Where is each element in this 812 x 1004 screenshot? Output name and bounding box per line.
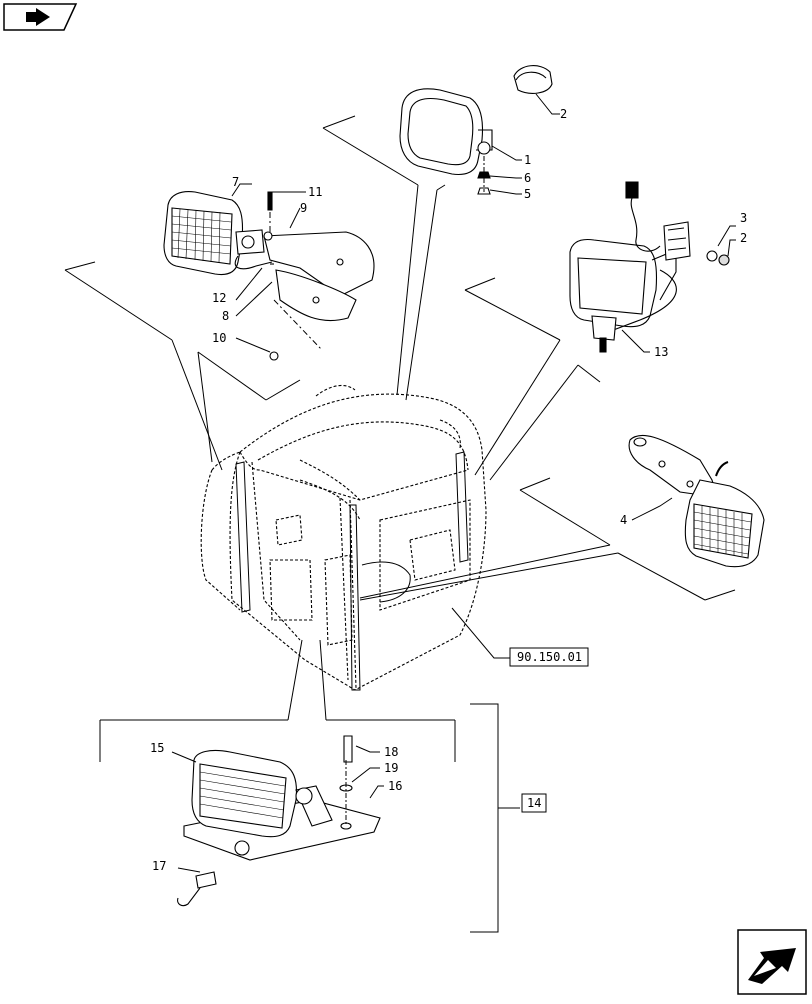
- leader-lines: [64, 115, 736, 933]
- callout-12: 12: [212, 291, 226, 305]
- callout-13: 13: [654, 345, 668, 359]
- reference-box[interactable]: 90.150.01: [509, 647, 589, 667]
- callout-1: 1: [524, 153, 531, 167]
- callout-18: 18: [384, 745, 398, 759]
- axis-line: [273, 299, 323, 351]
- callout-19: 19: [384, 761, 398, 775]
- callout-9: 9: [300, 201, 307, 215]
- callout-16: 16: [388, 779, 402, 793]
- back-nav-button[interactable]: [3, 3, 78, 31]
- callout-7: 7: [232, 175, 239, 189]
- callout-17: 17: [152, 859, 166, 873]
- callout-5: 5: [524, 187, 531, 201]
- callout-leaders: [171, 93, 736, 873]
- callout-4: 4: [620, 513, 627, 527]
- callout-14: 14: [527, 796, 541, 810]
- callout-3: 3: [740, 211, 747, 225]
- cab-frame: [200, 384, 487, 691]
- callout-labels: 2 1 6 5 7 11 9 12 8 10 3 2 13 4 15 18 19…: [150, 107, 747, 873]
- bracket-work-lamp: [163, 191, 375, 361]
- callout-15: 15: [150, 741, 164, 755]
- callout-11: 11: [308, 185, 322, 199]
- callout-10: 10: [212, 331, 226, 345]
- cab-interior: [235, 451, 469, 691]
- bottom-work-lamp: [177, 735, 381, 907]
- callout-2: 2: [560, 107, 567, 121]
- callout-8: 8: [222, 309, 229, 323]
- callout-6: 6: [524, 171, 531, 185]
- kit-box: 14: [521, 793, 547, 813]
- reference-label: 90.150.01: [517, 650, 582, 664]
- side-work-lamp: [569, 181, 730, 353]
- arrow-curved-icon: [748, 948, 796, 984]
- callout-2b: 2: [740, 231, 747, 245]
- rectangular-work-lamp: [399, 65, 553, 195]
- mirror-arm-lamp: [628, 434, 765, 568]
- arrow-right-icon: [14, 8, 50, 26]
- forward-nav-button[interactable]: [737, 929, 807, 995]
